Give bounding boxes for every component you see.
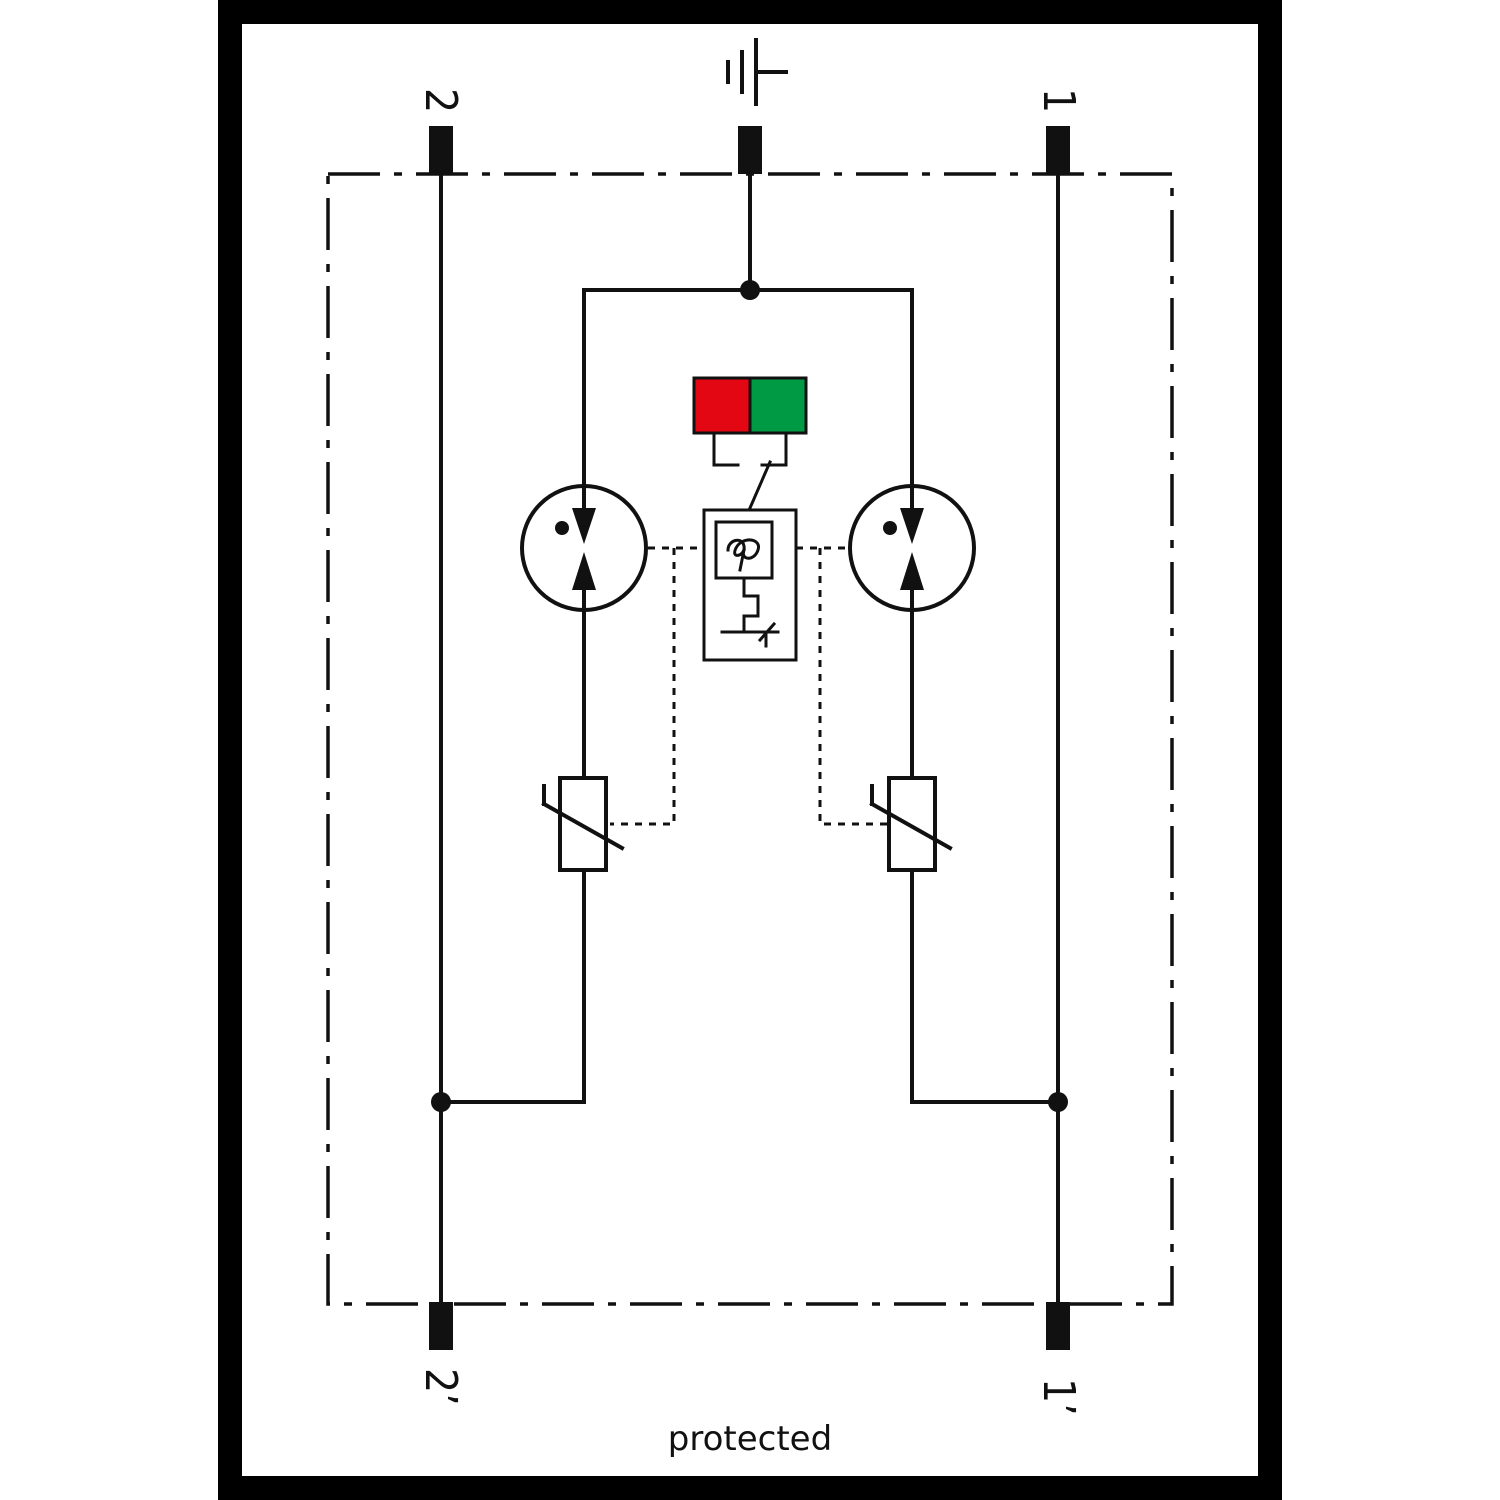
thermal-disconnector (702, 508, 798, 662)
terminal-1 (1046, 126, 1070, 174)
terminal-2 (429, 126, 453, 174)
status-indicator-green (748, 376, 808, 435)
enclosure-boundary (326, 172, 1174, 1306)
terminal-pe (738, 126, 762, 174)
caption-protected: protected (668, 1419, 832, 1459)
pe-branch-left (582, 288, 752, 512)
line-left-varistor-return (439, 868, 586, 1104)
label-terminal-2: 2 (415, 88, 466, 113)
linkage-left-varistor (610, 548, 676, 826)
junction-pe (740, 280, 760, 300)
terminal-1-prime (1046, 1302, 1070, 1350)
terminal-2-prime (429, 1302, 453, 1350)
label-terminal-1: 1 (1033, 88, 1084, 113)
linkage-right-varistor (818, 548, 890, 826)
status-indicator-red (692, 376, 752, 435)
thermal-icon (726, 538, 760, 572)
outer-frame (218, 0, 1282, 1500)
label-terminal-2-prime: 2’ (415, 1368, 466, 1406)
earth-ground-icon (726, 38, 788, 106)
indicator-switch-contact (712, 431, 788, 510)
line-right-varistor-return (910, 868, 1060, 1104)
junction-left (431, 1092, 451, 1112)
label-terminal-1-prime: 1’ (1033, 1378, 1084, 1416)
pe-branch-right (748, 288, 914, 512)
junction-right (1048, 1092, 1068, 1112)
